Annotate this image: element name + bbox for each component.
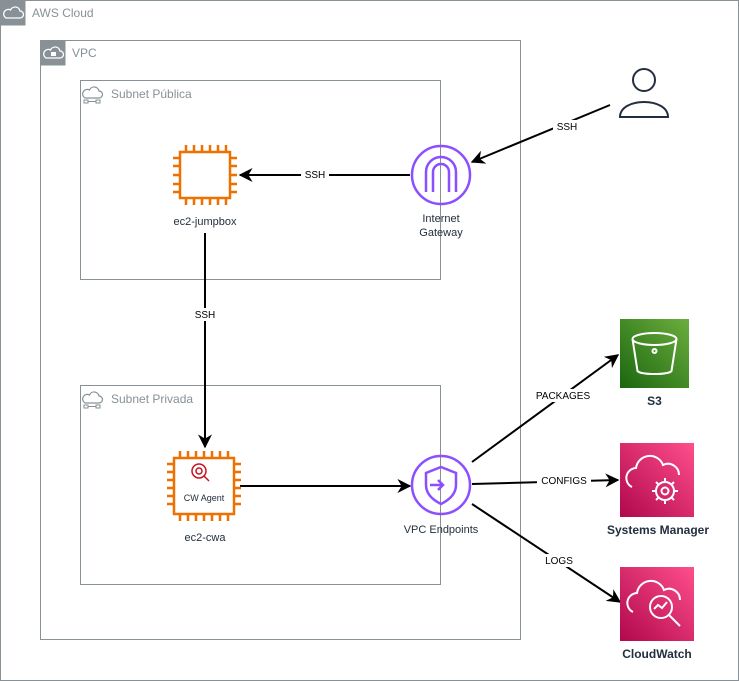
ec2-cwa-icon[interactable]: CW Agent bbox=[167, 451, 241, 521]
user-icon[interactable] bbox=[618, 68, 670, 118]
edge-label-vpce-ssm: CONFIGS bbox=[541, 476, 587, 487]
igw-label-line1: Internet bbox=[422, 213, 459, 225]
subnet-icon bbox=[82, 86, 104, 104]
public-subnet-group: Subnet Pública bbox=[80, 80, 441, 280]
ec2-jumpbox-label: ec2-jumpbox bbox=[174, 216, 237, 228]
cloudwatch-icon[interactable] bbox=[620, 567, 694, 641]
cloudwatch-label: CloudWatch bbox=[622, 647, 692, 661]
ec2-jumpbox-icon[interactable] bbox=[173, 145, 237, 205]
private-subnet-label: Subnet Privada bbox=[111, 392, 193, 406]
edge-vpce-s3 bbox=[471, 354, 620, 463]
cw-agent-magnifier-icon bbox=[191, 463, 210, 482]
vpc-cloud-lock-icon bbox=[43, 46, 65, 59]
edge-labels: SSH SSH SSH PACKAGES CONFIGS LOGS bbox=[191, 120, 594, 567]
s3-bucket-icon[interactable] bbox=[620, 319, 689, 388]
edge-label-vpce-s3: PACKAGES bbox=[536, 391, 591, 402]
vpc-label: VPC bbox=[72, 46, 97, 60]
subnet-icon bbox=[82, 391, 104, 409]
ssm-label: Systems Manager bbox=[607, 523, 709, 537]
igw-label-line2: Gateway bbox=[419, 227, 463, 239]
edge-label-jumpbox-cwa: SSH bbox=[195, 310, 216, 321]
systems-manager-icon[interactable] bbox=[620, 443, 694, 517]
vpc-endpoints-icon[interactable] bbox=[410, 454, 472, 516]
public-subnet-label: Subnet Pública bbox=[111, 87, 192, 101]
cw-agent-label: CW Agent bbox=[184, 493, 225, 503]
edge-label-igw-jumpbox: SSH bbox=[305, 170, 326, 181]
vpc-group: VPC bbox=[40, 40, 521, 640]
cloud-icon bbox=[3, 6, 25, 19]
edge-label-vpce-cw: LOGS bbox=[545, 556, 573, 567]
internet-gateway-icon[interactable] bbox=[410, 144, 472, 206]
vpce-label: VPC Endpoints bbox=[404, 524, 479, 536]
aws-cloud-label: AWS Cloud bbox=[32, 6, 94, 20]
edge-user-igw bbox=[470, 104, 611, 164]
edge-vpce-cw bbox=[471, 503, 622, 603]
ec2-cwa-label: ec2-cwa bbox=[185, 532, 227, 544]
edge-label-user-igw: SSH bbox=[557, 122, 578, 133]
s3-label: S3 bbox=[647, 394, 662, 408]
